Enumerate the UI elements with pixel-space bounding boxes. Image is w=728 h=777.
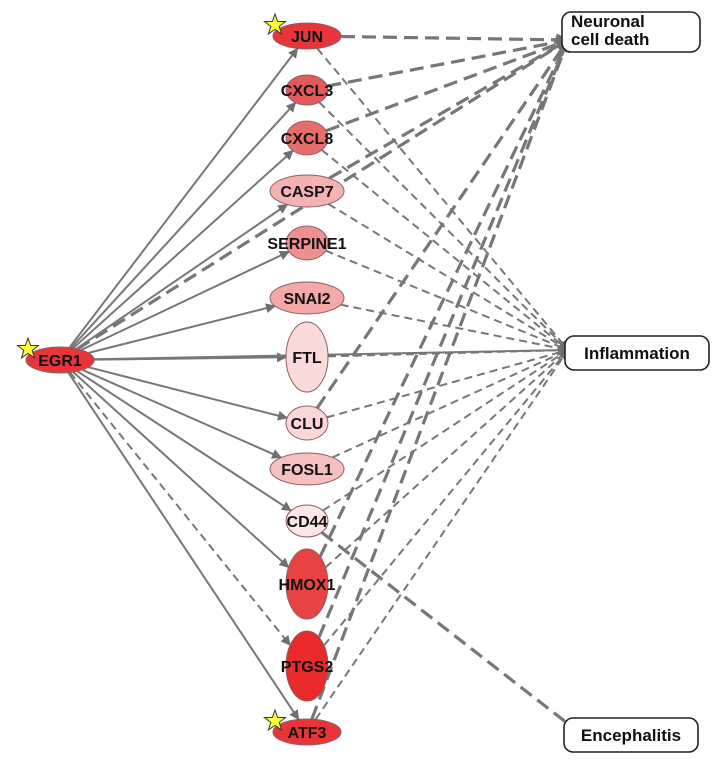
star-icon [16,336,40,360]
gene-node-serpine1[interactable]: SERPINE1 [267,225,347,261]
edge-egr1-to-cxcl3 [70,101,297,349]
edge-serpine1-to-inf [325,249,569,352]
edge-egr1-to-cxcl8 [72,149,294,349]
gene-label: PTGS2 [281,659,334,676]
gene-label: CXCL3 [281,83,334,100]
edge-egr1-to-atf3 [67,372,300,721]
gene-node-cxcl8[interactable]: CXCL8 [281,120,334,156]
edge-egr1-to-ncd [76,38,570,351]
edge-clu-to-inf [326,347,569,419]
gene-label: SERPINE1 [267,236,346,253]
gene-shape [272,22,342,50]
edge-clu-to-ncd [315,38,570,410]
edge-egr1-to-fosl1 [81,368,283,459]
function-box [564,335,710,371]
gene-label: JUN [291,29,323,46]
star-icon [263,12,287,36]
gene-node-ptgs2[interactable]: PTGS2 [281,630,334,702]
edge-casp7-to-ncd [328,38,570,180]
edge-hmox1-to-ncd [318,38,570,558]
gene-node-ftl[interactable]: FTL [285,321,329,393]
gene-shape [25,346,95,374]
edge-egr1-to-cd44 [76,370,292,512]
gene-node-egr1[interactable]: EGR1 [16,336,95,374]
gene-shape [285,120,329,156]
gene-shape [285,225,329,261]
gene-shape [272,718,342,746]
edge-egr1-to-hmox1 [72,371,290,569]
gene-label: CXCL8 [281,131,334,148]
gene-shape [285,405,329,441]
gene-label: CLU [291,416,324,433]
function-label: Inflammation [584,344,690,363]
edge-egr1-to-snai2 [88,303,276,354]
gene-shape [285,630,329,702]
gene-node-fosl1[interactable]: FOSL1 [269,452,345,486]
gene-shape [269,452,345,486]
function-label: Encephalitis [581,726,681,745]
gene-node-atf3[interactable]: ATF3 [263,708,342,746]
gene-node-hmox1[interactable]: HMOX1 [279,548,336,620]
gene-shape [269,174,345,208]
edge-fosl1-to-inf [332,349,569,459]
gene-node-cd44[interactable]: CD44 [285,504,329,538]
edge-jun-to-ncd [340,33,570,47]
edge-ftl-to-inf [327,345,569,358]
edge-cd44-to-inf [322,349,569,512]
gene-label: HMOX1 [279,577,336,594]
gene-node-jun[interactable]: JUN [263,12,342,50]
edge-ptgs2-to-inf [323,349,569,647]
edge-egr1-to-casp7 [76,203,289,350]
function-node-inf[interactable]: Inflammation [564,335,710,371]
gene-shape [285,74,329,106]
edge-cxcl3-to-inf [318,101,569,351]
gene-node-clu[interactable]: CLU [285,405,329,441]
function-label-line: Neuronal [571,12,645,31]
gene-shape [285,504,329,538]
gene-node-casp7[interactable]: CASP7 [269,174,345,208]
edge-layer [67,33,587,739]
gene-label: FTL [292,350,322,367]
edge-egr1-to-clu [88,366,288,421]
gene-label: CD44 [287,514,328,531]
edge-ptgs2-to-ncd [317,38,570,638]
star-icon [263,708,287,732]
function-box [561,11,701,53]
edge-atf3-to-ncd [310,38,570,720]
edge-egr1-to-serpine1 [80,250,290,351]
gene-label: SNAI2 [283,291,330,308]
function-node-enc[interactable]: Encephalitis [563,717,699,753]
edge-casp7-to-inf [327,203,569,351]
gene-shape [269,281,345,315]
edge-cd44-to-enc [320,531,587,739]
edge-cxcl8-to-ncd [325,38,570,133]
function-box [563,717,699,753]
edge-egr1-to-jun [68,47,299,349]
edge-hmox1-to-inf [324,349,569,569]
gene-shape [285,321,329,393]
gene-label: FOSL1 [281,462,333,479]
edge-egr1-to-ptgs2 [69,371,291,646]
gene-node-snai2[interactable]: SNAI2 [269,281,345,315]
gene-label: CASP7 [280,184,333,201]
edge-egr1-to-inf [93,345,569,361]
gene-label: ATF3 [288,725,327,742]
edge-jun-to-inf [316,47,569,351]
function-label-line: cell death [571,30,649,49]
edge-cxcl8-to-inf [321,149,569,351]
edge-atf3-to-inf [314,349,569,720]
gene-node-cxcl3[interactable]: CXCL3 [281,74,334,106]
gene-label: EGR1 [38,353,82,370]
gene-shape [285,548,329,620]
